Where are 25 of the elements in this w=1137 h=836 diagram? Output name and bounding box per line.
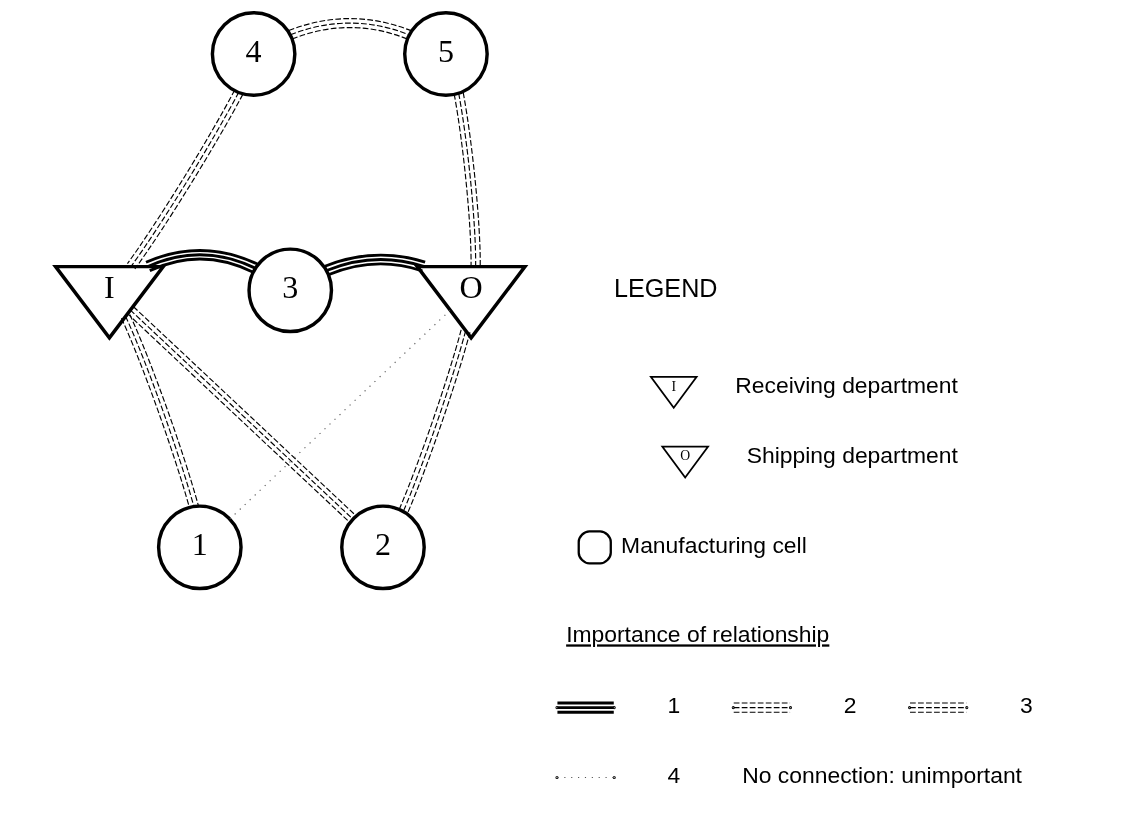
- connector: [453, 92, 481, 268]
- legend-label: 1: [666, 692, 680, 719]
- node-circle: 3: [246, 247, 333, 334]
- connector: [126, 306, 356, 523]
- node-circle: 4: [210, 11, 297, 97]
- node-circle: 5: [402, 11, 489, 97]
- label: O: [679, 448, 690, 464]
- connector: [287, 18, 411, 40]
- legend-label: Manufacturing cell: [620, 532, 807, 559]
- legend-label: 3: [1019, 692, 1033, 719]
- connector: [323, 253, 426, 277]
- legend-label: Receiving department: [734, 371, 958, 398]
- label: No connection: unimportant: [741, 762, 1022, 789]
- label: Importance of relationship: [565, 621, 829, 648]
- label: I: [670, 378, 676, 394]
- label: LEGEND: [613, 273, 717, 302]
- legend-label: Shipping department: [746, 441, 958, 468]
- connector: [126, 89, 243, 270]
- node-circle: 2: [339, 504, 426, 591]
- legend-label: 2: [843, 692, 856, 719]
- connector: [144, 248, 258, 274]
- connector: [228, 309, 450, 520]
- node-circle: 1: [156, 504, 243, 591]
- connector: [398, 329, 471, 514]
- legend-label: 4: [666, 762, 680, 789]
